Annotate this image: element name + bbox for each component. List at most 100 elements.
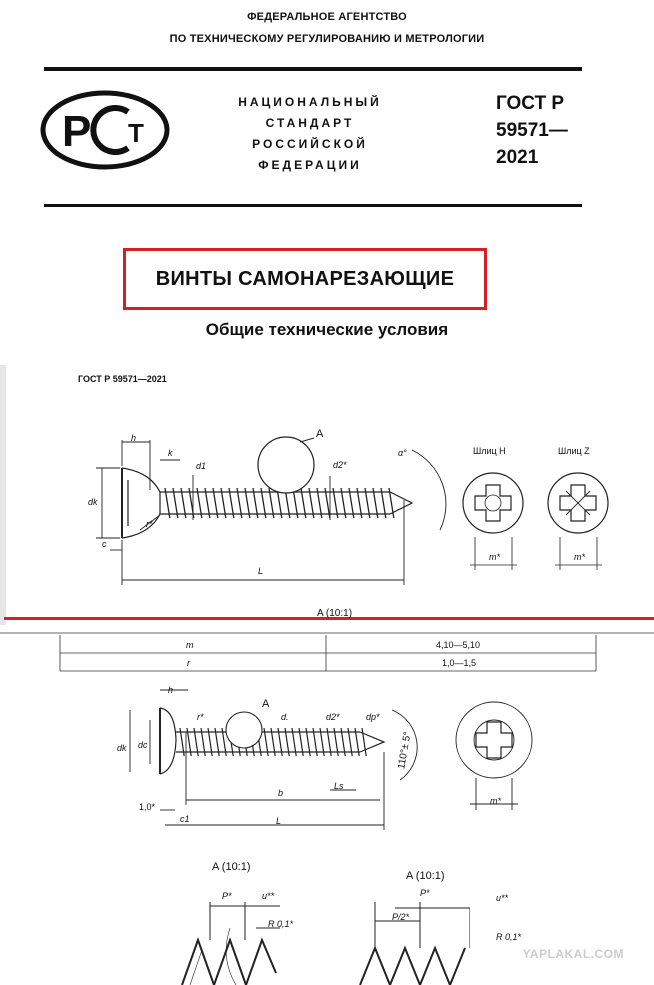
label-slot-h: Шлиц H xyxy=(473,446,506,456)
thread-line xyxy=(332,487,339,519)
thread-line xyxy=(212,487,219,519)
thread-line xyxy=(228,487,235,519)
standard-line: СТАНДАРТ xyxy=(265,116,355,130)
label-ten: 1,0* xyxy=(139,802,156,812)
thread-line xyxy=(298,727,304,757)
table-value: 4,10—5,10 xyxy=(436,640,481,650)
thread-line xyxy=(354,727,360,757)
thread-line xyxy=(180,487,187,519)
thread-line xyxy=(263,727,269,757)
gost-line: 2021 xyxy=(496,147,539,168)
standard-line: ФЕДЕРАЦИИ xyxy=(258,158,362,172)
label-r: r* xyxy=(146,519,153,529)
gost-number: ГОСТ Р 59571— 2021 xyxy=(496,90,568,171)
label-d1: d1 xyxy=(196,461,207,471)
label-m2: m* xyxy=(574,552,585,562)
thread-line xyxy=(319,727,325,757)
label-d: d. xyxy=(281,712,289,722)
standard-title: НАЦИОНАЛЬНЫЙ СТАНДАРТ РОССИЙСКОЙ ФЕДЕРАЦ… xyxy=(205,92,415,176)
thread-line xyxy=(372,487,379,519)
figure1-caption: A (10:1) xyxy=(317,608,353,619)
detail-right-caption: A (10:1) xyxy=(406,870,445,882)
label-l: L xyxy=(258,566,264,576)
rst-logo: Р Т xyxy=(40,90,170,170)
thread-line xyxy=(364,487,371,519)
title-highlight-box xyxy=(123,248,487,310)
label-dk2: dk xyxy=(117,743,127,753)
running-header: ГОСТ Р 59571—2021 xyxy=(78,374,167,384)
thread-line xyxy=(196,487,203,519)
table-param: r xyxy=(187,658,190,668)
screw-drawing-1 xyxy=(96,436,609,585)
thread-details xyxy=(181,902,470,985)
header-rule-top xyxy=(44,67,582,71)
thread-line xyxy=(316,487,323,519)
thread-line xyxy=(284,727,290,757)
label-p-right: P* xyxy=(420,888,430,898)
thread-line xyxy=(252,487,259,519)
label-p-left: P* xyxy=(222,891,232,901)
label-k: k xyxy=(168,448,173,458)
label-r-right: R 0,1* xyxy=(496,932,522,942)
label-c: c xyxy=(102,539,107,549)
label-dk: dk xyxy=(88,497,98,507)
standard-line: РОССИЙСКОЙ xyxy=(252,137,368,151)
screw-drawing-2 xyxy=(129,689,533,830)
thread-line xyxy=(308,487,315,519)
thread-line xyxy=(291,727,297,757)
gost-line: 59571— xyxy=(496,120,568,141)
label-u-left: u** xyxy=(262,891,275,901)
thread-line xyxy=(260,487,267,519)
thread-line xyxy=(361,727,367,757)
label-d2-2: d2* xyxy=(326,712,340,722)
red-divider xyxy=(4,617,654,620)
thread-line xyxy=(268,487,275,519)
thread-line xyxy=(292,487,299,519)
label-m3: m* xyxy=(490,796,501,806)
scan-edge xyxy=(0,365,6,625)
thread-line xyxy=(164,487,171,519)
thread-line xyxy=(388,487,395,519)
label-dc: dc xyxy=(138,740,148,750)
thread-line xyxy=(270,727,276,757)
thread-line xyxy=(179,727,185,757)
label-r-left: R 0,1* xyxy=(268,919,294,929)
thread-line xyxy=(348,487,355,519)
thread-line xyxy=(172,487,179,519)
thread-line xyxy=(305,727,311,757)
thread-line xyxy=(207,727,213,757)
label-l2: L xyxy=(276,816,282,826)
gost-line: ГОСТ Р xyxy=(496,93,565,114)
thread-line xyxy=(244,487,251,519)
label-h2: h xyxy=(168,685,174,695)
thread-line xyxy=(186,727,192,757)
thread-line xyxy=(380,487,387,519)
svg-text:Т: Т xyxy=(128,118,144,148)
thread-line xyxy=(356,487,363,519)
document-title: ВИНТЫ САМОНАРЕЗАЮЩИЕ xyxy=(155,267,455,290)
table-value: 1,0—1,5 xyxy=(442,658,477,668)
label-c1: c1 xyxy=(180,814,190,824)
thread-line xyxy=(276,487,283,519)
thread-line xyxy=(193,727,199,757)
thread-line xyxy=(300,487,307,519)
thread-line xyxy=(333,727,339,757)
agency-line-2: ПО ТЕХНИЧЕСКОМУ РЕГУЛИРОВАНИЮ И МЕТРОЛОГ… xyxy=(169,33,485,45)
label-angle: α° xyxy=(398,448,407,458)
thread-line xyxy=(204,487,211,519)
thread-line xyxy=(324,487,331,519)
thread-line xyxy=(220,487,227,519)
label-u-right: u** xyxy=(496,893,509,903)
parameter-table xyxy=(0,632,654,672)
label-m1: m* xyxy=(489,552,500,562)
label-ls: Ls xyxy=(334,781,344,791)
thread-line xyxy=(340,487,347,519)
label-r2: r* xyxy=(197,712,204,722)
table-param: m xyxy=(186,640,194,650)
svg-text:Р: Р xyxy=(62,107,91,156)
thread-line xyxy=(236,487,243,519)
thread-line xyxy=(277,727,283,757)
standard-line: НАЦИОНАЛЬНЫЙ xyxy=(238,95,382,109)
label-slot-z: Шлиц Z xyxy=(558,446,590,456)
document-subtitle: Общие технические условия xyxy=(205,320,449,339)
